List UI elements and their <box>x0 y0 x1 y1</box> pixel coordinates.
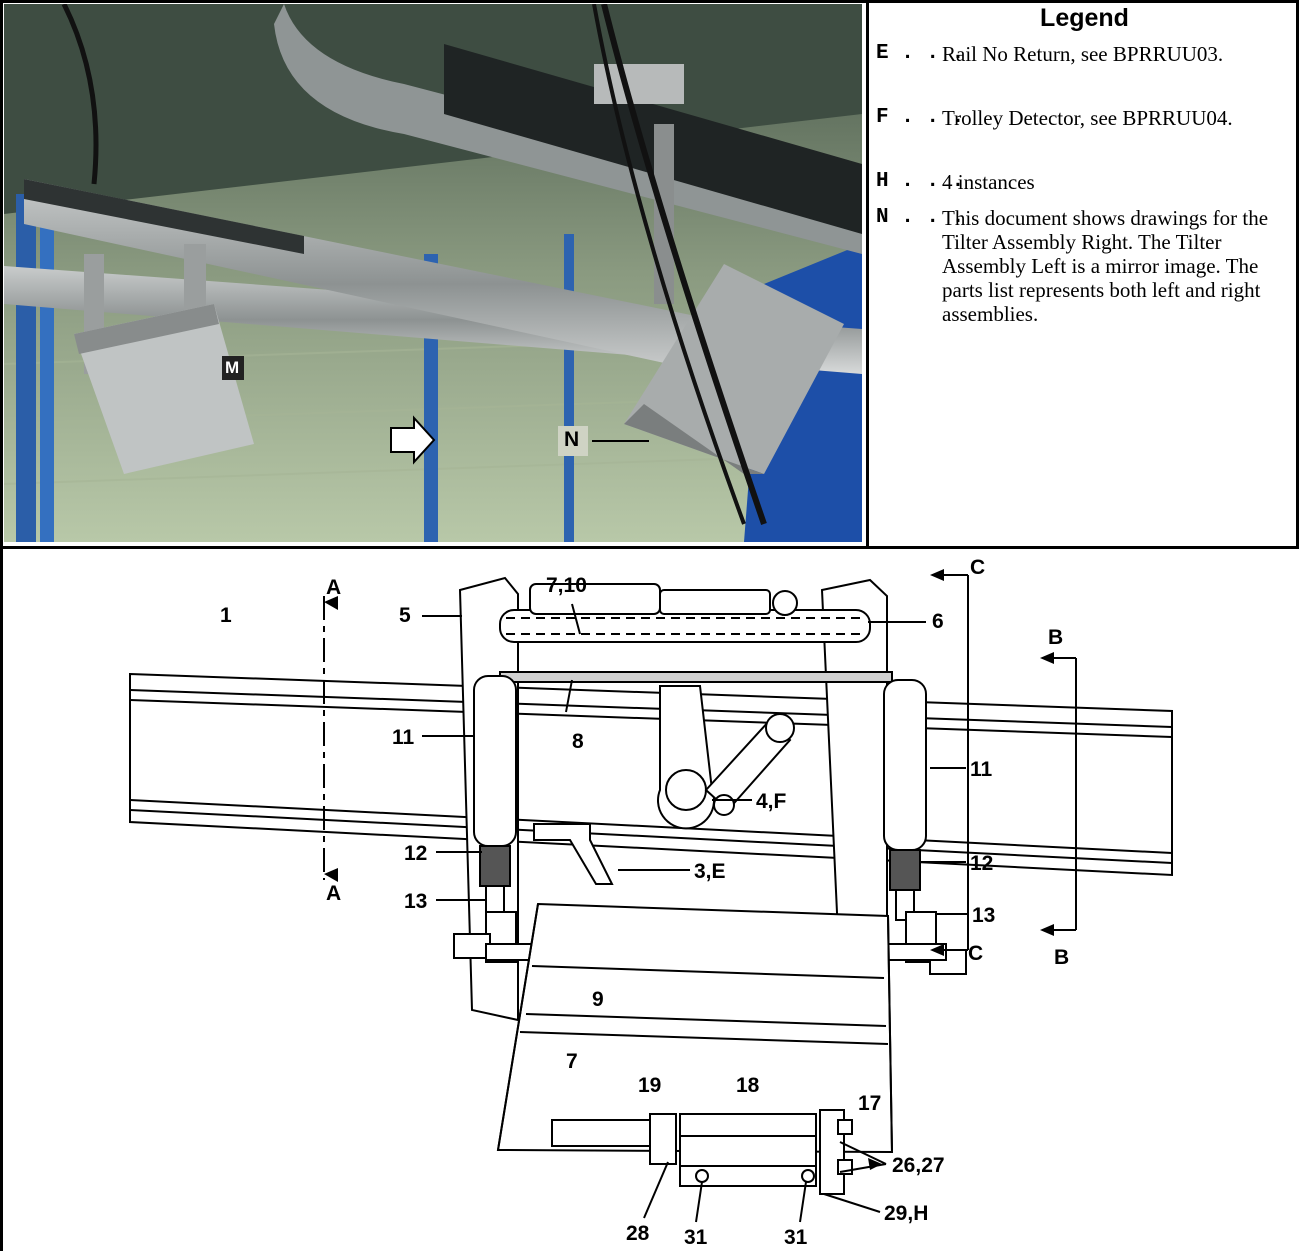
callout-4-f: 4,F <box>756 790 787 813</box>
legend-item-e: E . . . Rail No Return, see BPRRUU03. <box>870 42 1299 92</box>
section-a-top: A <box>326 576 341 599</box>
legend-item-h: H . . . 4 instances <box>870 170 1299 196</box>
legend-key: H . . . <box>876 170 965 193</box>
assembly-drawing-svg: 1 5 7,10 6 8 11 11 4,F 12 12 3,E 13 13 9… <box>129 556 1173 1249</box>
section-a-bottom-arrow-icon <box>324 868 338 882</box>
callout-7-10: 7,10 <box>546 574 587 597</box>
callout-5: 5 <box>399 604 411 627</box>
callout-19: 19 <box>638 1074 661 1097</box>
legend-text: This document shows drawings for the Til… <box>942 206 1269 326</box>
border-left <box>0 0 3 1251</box>
photo-label-m: M <box>225 358 240 377</box>
callout-7: 7 <box>566 1050 578 1073</box>
callout-17: 17 <box>858 1092 881 1115</box>
callout-13-left: 13 <box>404 890 427 913</box>
section-a-top-arrow-icon <box>324 596 338 610</box>
legend-key: N . . . <box>876 206 965 229</box>
assembly-drawing: 1 5 7,10 6 8 11 11 4,F 12 12 3,E 13 13 9… <box>0 550 1299 1251</box>
legend-item-f: F . . . Trolley Detector, see BPRRUU04. <box>870 106 1299 156</box>
legend-key: F . . . <box>876 106 965 129</box>
section-b-top: B <box>1048 626 1063 649</box>
section-c-top-arrow-icon <box>930 569 944 581</box>
callout-arrow-icon <box>868 1158 882 1170</box>
callout-12-right: 12 <box>970 852 993 875</box>
legend-key: E . . . <box>876 42 965 65</box>
tilter-photo: M N <box>4 4 862 542</box>
callout-31-right: 31 <box>784 1226 808 1249</box>
callout-6: 6 <box>932 610 944 633</box>
section-c-bottom: C <box>968 942 983 965</box>
section-b-bottom-arrow-icon <box>1040 924 1054 936</box>
photo-label-n: N <box>564 428 580 451</box>
section-b-top-arrow-icon <box>1040 652 1054 664</box>
legend-item-n: N . . . This document shows drawings for… <box>870 206 1299 376</box>
divider-vertical <box>866 0 869 548</box>
section-a-bottom: A <box>326 882 341 905</box>
section-c-bottom-arrow-icon <box>930 944 944 956</box>
callout-8: 8 <box>572 730 584 753</box>
callout-1: 1 <box>220 604 232 627</box>
callout-3-e: 3,E <box>694 860 726 883</box>
legend-panel: Legend E . . . Rail No Return, see BPRRU… <box>870 0 1299 546</box>
callout-26-27: 26,27 <box>892 1154 945 1177</box>
direction-arrow-icon <box>390 415 436 465</box>
legend-text: Rail No Return, see BPRRUU03. <box>942 42 1224 66</box>
legend-text: 4 instances <box>942 170 1035 194</box>
border-top <box>0 0 1299 3</box>
callout-11-right: 11 <box>970 758 993 781</box>
divider-horizontal <box>0 546 1299 549</box>
callout-31-left: 31 <box>684 1226 708 1249</box>
border-right <box>1296 0 1299 548</box>
callout-28: 28 <box>626 1222 650 1245</box>
callout-11-left: 11 <box>392 726 415 749</box>
callout-18: 18 <box>736 1074 760 1097</box>
legend-title: Legend <box>1040 4 1129 32</box>
section-b-bottom: B <box>1054 946 1069 969</box>
photo-illustration <box>4 4 862 542</box>
section-c-top: C <box>970 556 985 579</box>
callout-9: 9 <box>592 988 604 1011</box>
legend-text: Trolley Detector, see BPRRUU04. <box>942 106 1233 130</box>
callout-13-right: 13 <box>972 904 995 927</box>
callout-29-h: 29,H <box>884 1202 928 1225</box>
callout-12-left: 12 <box>404 842 427 865</box>
